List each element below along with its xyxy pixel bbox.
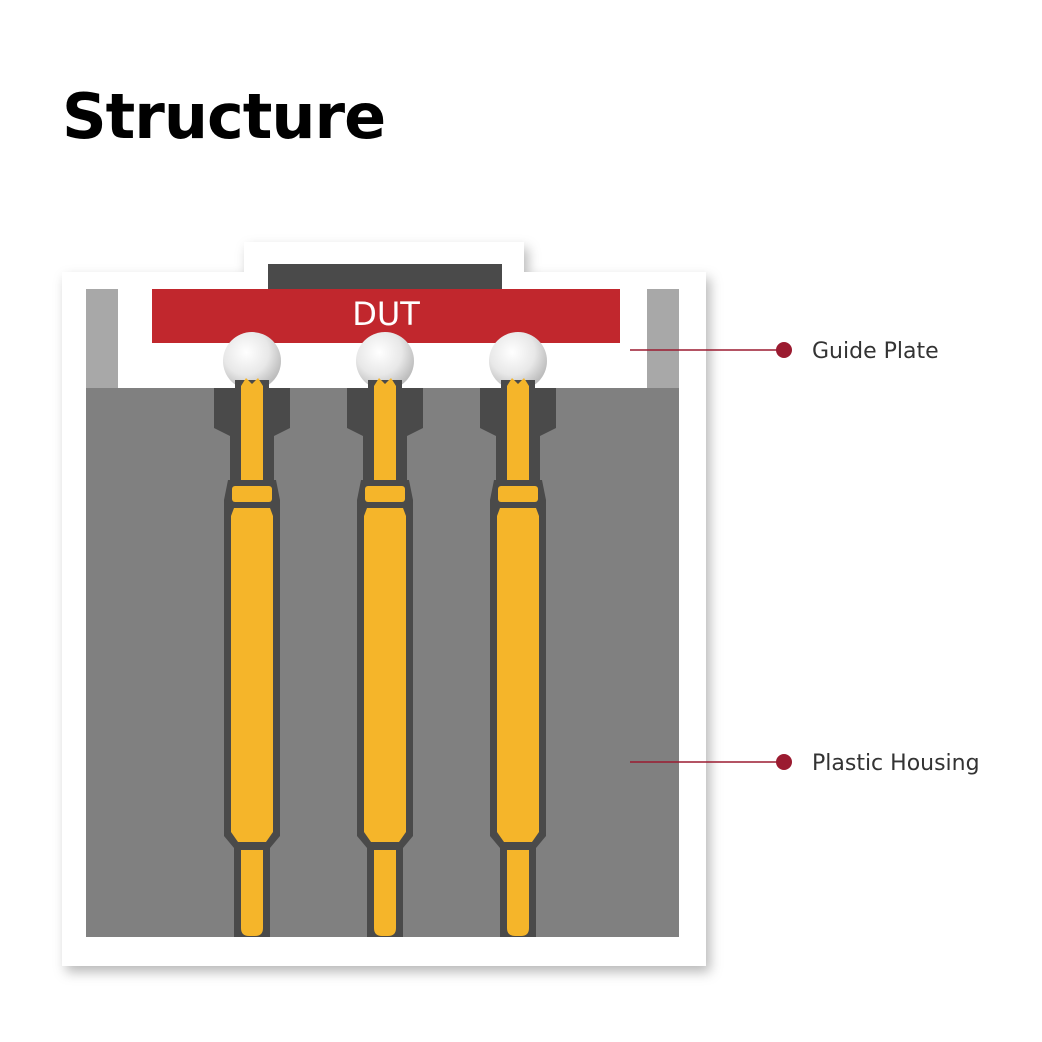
page-title: Structure [62, 80, 386, 153]
plunger [374, 378, 396, 486]
barrel-ring [498, 486, 538, 502]
bottom-plunger [374, 850, 396, 936]
guide-plate-right-wall [647, 289, 679, 388]
callout-label-guide-plate: Guide Plate [812, 339, 939, 364]
barrel-body [364, 508, 406, 842]
pogo-pin-1 [214, 332, 290, 937]
solder-ball [223, 332, 281, 390]
guide-plate-left-wall [86, 289, 118, 388]
dut-label: DUT [352, 295, 420, 333]
callout-plastic-housing: Plastic Housing [630, 751, 980, 776]
bottom-plunger [241, 850, 263, 936]
pogo-pin-3 [480, 332, 556, 937]
chip-top [268, 264, 502, 290]
callout-guide-plate: Guide Plate [630, 339, 939, 364]
bottom-plunger [507, 850, 529, 936]
solder-ball [489, 332, 547, 390]
callout-dot [776, 342, 792, 358]
callout-label-plastic-housing: Plastic Housing [812, 751, 980, 776]
pogo-pin-2 [347, 332, 423, 937]
plunger [507, 378, 529, 486]
solder-ball [356, 332, 414, 390]
barrel-body [497, 508, 539, 842]
barrel-ring [365, 486, 405, 502]
plunger [241, 378, 263, 486]
callout-dot [776, 754, 792, 770]
barrel-ring [232, 486, 272, 502]
barrel-body [231, 508, 273, 842]
